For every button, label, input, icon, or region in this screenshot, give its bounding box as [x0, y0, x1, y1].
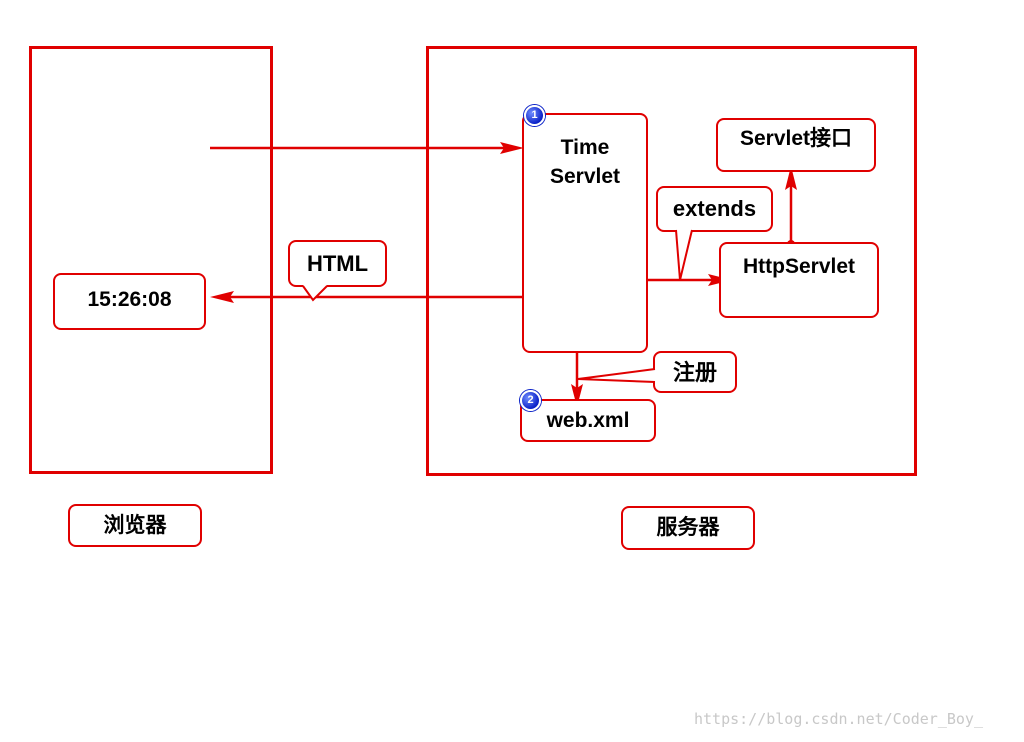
- step-2-badge: 2: [520, 390, 541, 411]
- html-callout-text: HTML: [306, 251, 369, 276]
- browser-frame: [29, 46, 273, 474]
- web-xml-box: web.xml: [520, 399, 656, 442]
- time-servlet-box: Time Servlet: [522, 113, 648, 353]
- server-frame: [426, 46, 917, 476]
- extends-callout-tail-outline: [675, 229, 693, 281]
- extends-callout-text: extends: [672, 196, 757, 221]
- server-caption: 服务器: [656, 516, 720, 539]
- time-servlet-line2: Servlet: [549, 165, 621, 188]
- browser-caption: 浏览器: [103, 514, 167, 537]
- servlet-interface-text: Servlet接口: [739, 127, 853, 150]
- html-callout-tail-outline: [302, 285, 328, 302]
- time-result-text: 15:26:08: [87, 288, 172, 311]
- step-1-badge: 1: [524, 105, 545, 126]
- time-servlet-line1: Time: [560, 136, 610, 159]
- http-servlet-box: HttpServlet: [719, 242, 879, 318]
- request-arrow-head: [500, 142, 524, 154]
- server-caption-box: 服务器: [621, 506, 755, 550]
- web-xml-text: web.xml: [546, 409, 630, 432]
- watermark-text: https://blog.csdn.net/Coder_Boy_: [694, 710, 983, 728]
- html-callout: HTML: [288, 240, 387, 287]
- browser-caption-box: 浏览器: [68, 504, 202, 547]
- register-callout: 注册: [653, 351, 737, 393]
- http-servlet-text: HttpServlet: [742, 255, 856, 278]
- register-arrow-head: [571, 384, 583, 407]
- time-result-box: 15:26:08: [53, 273, 206, 330]
- servlet-interface-box: Servlet接口: [716, 118, 876, 172]
- register-callout-tail-outline: [577, 368, 656, 383]
- html-callout-tail: [303, 285, 327, 300]
- extends-callout-tail: [676, 229, 692, 280]
- register-callout-text: 注册: [672, 360, 717, 385]
- extends-callout: extends: [656, 186, 773, 232]
- implements-arrow-head: [785, 166, 797, 190]
- response-arrow-head: [210, 291, 234, 303]
